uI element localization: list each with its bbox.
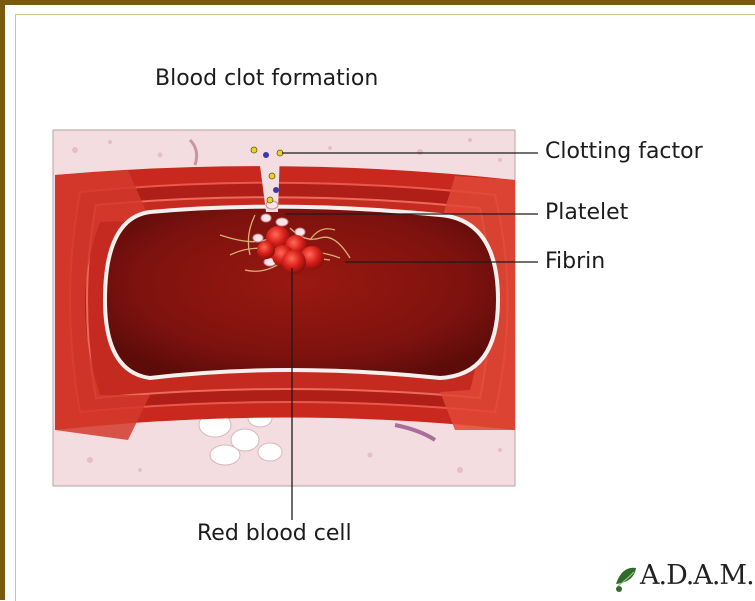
adam-leaf-icon bbox=[613, 564, 639, 594]
label-platelet: Platelet bbox=[545, 200, 628, 225]
label-fibrin: Fibrin bbox=[545, 249, 605, 274]
adam-logo: A.D.A.M. bbox=[640, 560, 754, 591]
label-red-blood-cell: Red blood cell bbox=[197, 521, 352, 546]
label-clotting-factor: Clotting factor bbox=[545, 139, 703, 164]
